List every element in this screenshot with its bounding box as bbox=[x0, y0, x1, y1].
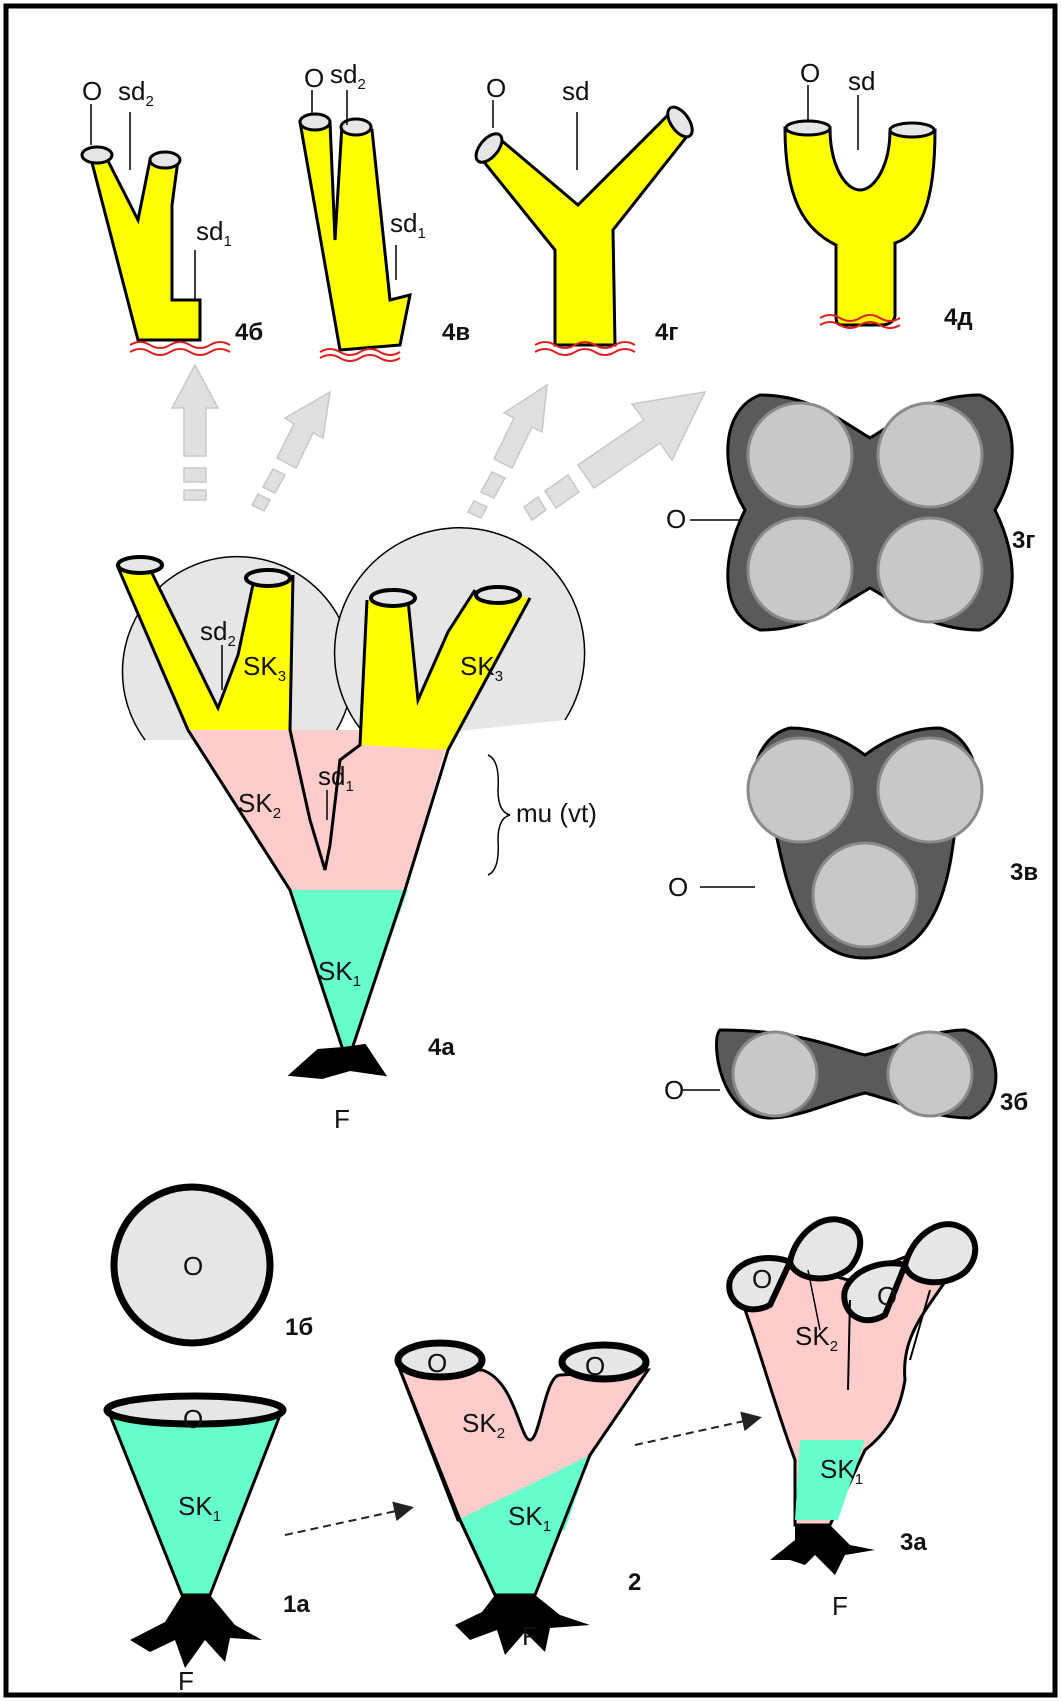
sd2-label: sd2 bbox=[330, 59, 366, 93]
figure-4b: O sd2 sd1 4б bbox=[82, 76, 263, 355]
figure-label-4g: 4г bbox=[655, 319, 678, 346]
figure-label-4v: 4в bbox=[442, 319, 470, 346]
osculum-label: O bbox=[668, 872, 688, 902]
sd-label: sd bbox=[848, 66, 875, 96]
figure-4g: O sd 4г bbox=[471, 73, 697, 355]
figure-1b: O 1б bbox=[114, 1187, 313, 1343]
figure-3v: O 3в bbox=[668, 728, 1038, 958]
osculum-label: O bbox=[183, 1251, 203, 1281]
f-label: F bbox=[832, 1591, 848, 1621]
osculum-label: O bbox=[800, 58, 820, 88]
figure-label-4b: 4б bbox=[235, 319, 263, 346]
figure-label-3a: 3а bbox=[900, 1529, 927, 1556]
sd-label: sd bbox=[562, 76, 589, 106]
figure-label-1a: 1а bbox=[283, 1591, 310, 1618]
transition-arrows bbox=[172, 365, 705, 520]
figure-3g: O 3г bbox=[666, 395, 1035, 630]
figure-label-1b: 1б bbox=[285, 1314, 313, 1341]
f-label: F bbox=[178, 1666, 194, 1696]
figure-label-2: 2 bbox=[628, 1569, 641, 1596]
f-label: F bbox=[334, 1104, 350, 1134]
f-label: F bbox=[522, 1621, 538, 1651]
figure-1a: O SK1 1а F bbox=[107, 1396, 410, 1696]
osculum-label: O bbox=[183, 1404, 203, 1434]
osculum-label: O bbox=[304, 63, 324, 93]
osculum-label: O bbox=[752, 1264, 772, 1294]
osculum-label: O bbox=[664, 1075, 684, 1105]
osculum-label: O bbox=[486, 73, 506, 103]
mu-vt-label: mu (vt) bbox=[516, 798, 597, 828]
figure-label-3g: 3г bbox=[1012, 527, 1035, 554]
figure-label-3v: 3в bbox=[1010, 859, 1038, 886]
osculum-label: O bbox=[666, 504, 686, 534]
figure-label-3b: 3б bbox=[1000, 1089, 1028, 1116]
osculum-label: O bbox=[427, 1348, 447, 1378]
figure-3b: O 3б bbox=[664, 1030, 1028, 1118]
figure-label-4d: 4д bbox=[944, 304, 973, 331]
sd1-label: sd1 bbox=[390, 208, 426, 242]
sd1-label: sd1 bbox=[196, 216, 232, 250]
figure-3a: O O SK2 SK1 3а F bbox=[729, 1219, 975, 1621]
figure-2: O O SK2 SK1 2 F bbox=[398, 1343, 758, 1655]
figure-4a: sd2 SK3 SK3 sd1 SK2 mu (vt) SK1 4а F bbox=[117, 528, 597, 1134]
osculum-label: O bbox=[82, 76, 102, 106]
sd2-label: sd2 bbox=[118, 76, 154, 110]
osculum-label: O bbox=[585, 1351, 605, 1381]
osculum-label: O bbox=[877, 1281, 897, 1311]
figure-4d: O sd 4д bbox=[785, 58, 973, 331]
figure-label-4a: 4а bbox=[428, 1034, 455, 1061]
figure-4v: O sd2 sd1 4в bbox=[300, 59, 470, 361]
